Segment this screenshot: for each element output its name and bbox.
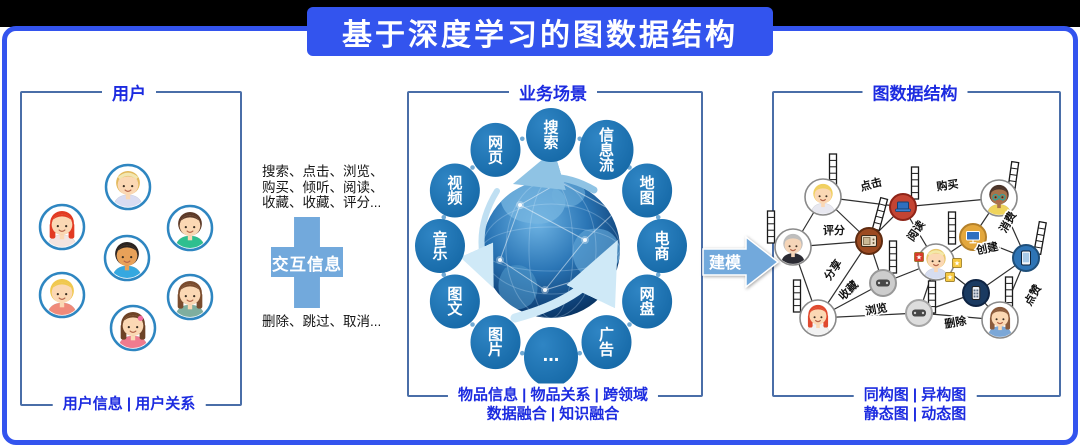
- svg-text:建模: 建模: [709, 253, 742, 272]
- modeling-arrow: 建模: [702, 235, 780, 289]
- interaction-negative-list: 删除、跳过、取消...: [262, 314, 382, 329]
- interaction-positive-list: 搜索、点击、浏览、 购买、倾听、阅读、 收藏、收藏、评分...: [262, 164, 384, 211]
- business-panel: [407, 91, 703, 397]
- business-panel-title: 业务场景: [509, 79, 597, 105]
- user-panel-bottom-label: 用户信息 | 用户关系: [52, 392, 206, 414]
- main-title: 基于深度学习的图数据结构: [307, 7, 773, 56]
- interaction-line: 收藏、收藏、评分...: [262, 195, 382, 210]
- user-panel-title: 用户: [102, 79, 156, 105]
- interaction-cross: 交互信息: [271, 217, 343, 308]
- interaction-line: 购买、倾听、阅读、: [262, 179, 384, 195]
- interaction-line: 搜索、点击、浏览、: [262, 164, 384, 179]
- graph-panel: [772, 91, 1061, 397]
- business-panel-bottom-label-1: 物品信息 | 物品关系 | 跨领域: [447, 383, 659, 405]
- graph-panel-bottom-label-1: 同构图 | 异构图: [853, 383, 977, 405]
- user-panel: [20, 91, 242, 406]
- business-panel-bottom-label-2: 数据融合 | 知识融合: [476, 402, 630, 424]
- graph-panel-title: 图数据结构: [862, 79, 968, 105]
- graph-panel-bottom-label-2: 静态图 | 动态图: [853, 402, 977, 424]
- interaction-cross-label: 交互信息: [272, 255, 342, 274]
